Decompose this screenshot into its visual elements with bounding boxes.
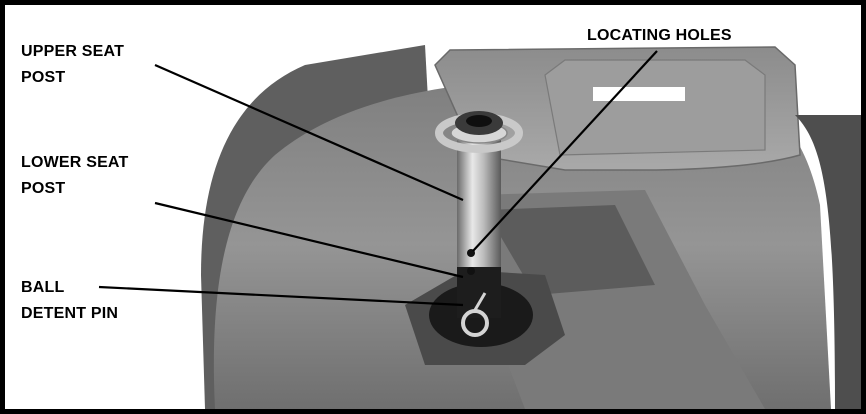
panel-highlight bbox=[593, 87, 685, 101]
label-upper-seat-post-line1: UPPER SEAT bbox=[21, 43, 125, 60]
leader-locating-holes bbox=[472, 50, 658, 252]
right-shroud bbox=[795, 115, 861, 409]
leader-ball-detent-pin bbox=[98, 285, 464, 307]
detent-pin-ring bbox=[461, 309, 489, 337]
label-lower-seat-post-line2: POST bbox=[21, 180, 66, 197]
channel-shadow bbox=[485, 205, 655, 295]
label-locating-holes: LOCATING HOLES bbox=[587, 27, 732, 44]
label-ball-detent-pin: BALL DETENT PIN bbox=[21, 275, 118, 327]
upper-post bbox=[457, 135, 501, 267]
label-ball-detent-pin-line2: DETENT PIN bbox=[21, 305, 119, 322]
label-upper-seat-post-line2: POST bbox=[21, 69, 66, 86]
label-lower-seat-post-line1: LOWER SEAT bbox=[21, 154, 129, 171]
upper-post-bore bbox=[466, 115, 492, 127]
lower-post bbox=[457, 260, 501, 318]
label-upper-seat-post: UPPER SEAT POST bbox=[21, 39, 124, 91]
leader-lower-seat-post bbox=[154, 201, 464, 279]
label-ball-detent-pin-line1: BALL bbox=[21, 279, 65, 296]
panel-ridge bbox=[544, 59, 766, 156]
leader-upper-seat-post bbox=[154, 63, 464, 202]
locating-hole-2 bbox=[467, 267, 475, 275]
detent-pin-shaft bbox=[473, 292, 487, 311]
seat-post-photo bbox=[98, 45, 861, 409]
label-lower-seat-post: LOWER SEAT POST bbox=[21, 150, 128, 202]
